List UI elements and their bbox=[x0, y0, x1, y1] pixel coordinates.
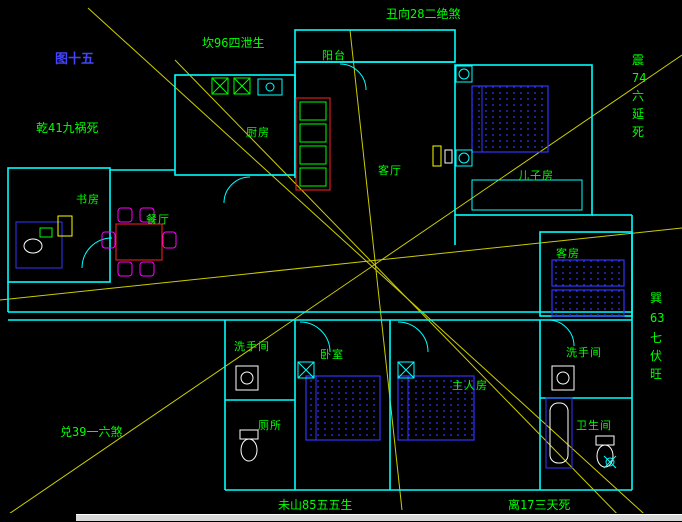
annotation-top-left: 坎96四泄生 bbox=[202, 36, 264, 50]
washing-machine-door bbox=[556, 371, 570, 385]
room-label-son-room: 儿子房 bbox=[518, 169, 554, 182]
horizontal-scrollbar-thumb[interactable] bbox=[76, 514, 682, 521]
furniture bbox=[15, 65, 625, 469]
kitchen-sink bbox=[257, 78, 283, 96]
room-label-bedroom: 卧室 bbox=[320, 347, 344, 361]
sector-line bbox=[87, 7, 654, 522]
son-bed bbox=[471, 85, 549, 153]
office-chair bbox=[57, 215, 73, 237]
washbasin-bowl bbox=[240, 371, 254, 385]
dining-chair bbox=[162, 231, 177, 249]
annotation-right-lower: 63 bbox=[650, 311, 664, 325]
annotation-right-upper: 震 bbox=[632, 53, 644, 67]
annotation-bottom-right: 离17三天死 bbox=[508, 497, 570, 512]
wall-balcony bbox=[294, 29, 456, 63]
dining-table bbox=[115, 223, 163, 261]
toilet-tank bbox=[239, 429, 259, 440]
walls bbox=[7, 29, 633, 491]
annotation-right-upper: 延 bbox=[632, 107, 644, 121]
wardrobe bbox=[471, 179, 583, 211]
toilet-bowl bbox=[596, 444, 614, 468]
room-label-washroom-right: 洗手间 bbox=[566, 345, 602, 359]
shower-symbol bbox=[603, 455, 617, 469]
floor-lamp bbox=[432, 145, 442, 167]
wall-kitchen bbox=[174, 74, 296, 176]
door-arc bbox=[299, 321, 331, 353]
dining-chair bbox=[139, 207, 155, 223]
room-label-study: 书房 bbox=[76, 193, 100, 206]
room-label-bathroom: 卫生间 bbox=[576, 418, 612, 432]
dining-chair bbox=[117, 261, 133, 277]
dining-chair bbox=[117, 207, 133, 223]
horizontal-scrollbar[interactable] bbox=[0, 513, 682, 522]
room-label-balcony: 阳台 bbox=[322, 48, 346, 62]
sofa-cushion bbox=[299, 145, 327, 165]
door-arc bbox=[547, 319, 575, 347]
stove-symbol bbox=[211, 77, 229, 95]
dining-chair bbox=[101, 231, 116, 249]
annotation-right-lower: 七 bbox=[650, 331, 662, 345]
annotation-bottom-center: 未山85五五生 bbox=[278, 498, 352, 512]
room-label-kitchen: 厨房 bbox=[246, 126, 270, 139]
guest-bed bbox=[551, 259, 625, 287]
bathtub bbox=[545, 397, 573, 469]
room-label-washroom-left: 洗手间 bbox=[234, 339, 270, 353]
sofa-cushion bbox=[299, 101, 327, 121]
figure-title: 图十五 bbox=[55, 51, 94, 67]
annotation-right-upper: 死 bbox=[632, 125, 644, 139]
washbasin bbox=[235, 365, 259, 391]
sofa-cushion bbox=[299, 167, 327, 187]
door-arc bbox=[397, 321, 429, 353]
room-label-dining: 餐厅 bbox=[146, 212, 170, 226]
wall-son-room bbox=[454, 64, 593, 216]
sofa-cushion bbox=[299, 123, 327, 143]
annotation-right-upper: 74 bbox=[632, 71, 646, 85]
master-bed bbox=[397, 375, 475, 441]
sector-line bbox=[0, 227, 682, 301]
bedroom-bed bbox=[305, 375, 381, 441]
door-arc bbox=[81, 237, 113, 269]
annotation-right-lower: 伏 bbox=[650, 349, 662, 363]
bathtub-inner bbox=[549, 402, 569, 464]
guest-bed bbox=[551, 289, 625, 317]
sector-line bbox=[0, 54, 682, 521]
annotation-right-upper: 六 bbox=[632, 89, 644, 103]
nightstand bbox=[455, 65, 473, 83]
wall-study bbox=[7, 167, 111, 283]
washing-machine bbox=[551, 365, 575, 391]
labels: 图十五 坎96四泄生 丑向28二绝煞 乾41九祸死 兑39一六煞 未山85五五生… bbox=[36, 6, 664, 512]
room-label-living: 客厅 bbox=[378, 163, 402, 177]
desk-accessory bbox=[39, 227, 53, 238]
toilet-bowl bbox=[240, 438, 258, 462]
door-arc bbox=[223, 176, 251, 204]
nightstand-lamp bbox=[458, 152, 470, 164]
nightstand bbox=[455, 149, 473, 167]
kitchen-sink-basin bbox=[265, 82, 275, 92]
sector-line bbox=[349, 29, 403, 511]
annotation-right-lower: 旺 bbox=[650, 367, 662, 381]
annotation-bottom-left: 兑39一六煞 bbox=[60, 425, 122, 439]
annotation-right-lower: 巽 bbox=[650, 291, 662, 305]
toilet-tank bbox=[595, 435, 615, 446]
room-label-master-bedroom: 主人房 bbox=[452, 379, 488, 392]
dining-chair bbox=[139, 261, 155, 277]
speaker bbox=[444, 149, 453, 164]
room-label-toilet: 厕所 bbox=[258, 419, 282, 432]
sofa bbox=[295, 97, 331, 191]
annotation-left: 乾41九祸死 bbox=[36, 120, 98, 135]
room-label-guest-room: 客房 bbox=[556, 246, 580, 260]
sector-lines bbox=[0, 7, 682, 522]
computer-monitor bbox=[23, 238, 43, 254]
door-arc bbox=[339, 63, 367, 91]
doors bbox=[81, 63, 575, 353]
nightstand-lamp bbox=[458, 68, 470, 80]
desk bbox=[15, 221, 63, 269]
stove-symbol bbox=[233, 77, 251, 95]
annotation-top: 丑向28二绝煞 bbox=[386, 6, 460, 21]
